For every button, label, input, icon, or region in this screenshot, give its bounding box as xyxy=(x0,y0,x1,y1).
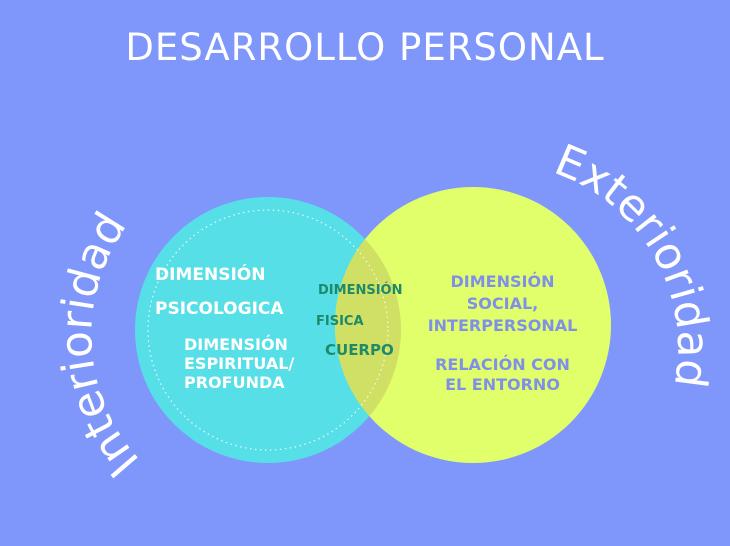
arc-label-left-text: Interioridad xyxy=(51,203,149,486)
label-dimension-fisica-1: DIMENSIÓN xyxy=(318,283,403,298)
label-dimension-social-2: SOCIAL, xyxy=(466,294,539,313)
label-dimension-espiritual-1: DIMENSIÓN xyxy=(184,335,288,354)
label-relacion-entorno-2: EL ENTORNO xyxy=(445,375,560,394)
arc-label-left: Interioridad xyxy=(51,203,149,486)
label-dimension-fisica-2: FISICA xyxy=(316,314,364,329)
label-dimension-psicologica-1: DIMENSIÓN xyxy=(155,265,266,285)
label-dimension-social-3: INTERPERSONAL xyxy=(427,316,578,335)
diagram-title: DESARROLLO PERSONAL xyxy=(125,26,605,69)
label-relacion-entorno-1: RELACIÓN CON xyxy=(435,355,570,374)
label-dimension-psicologica-2: PSICOLOGICA xyxy=(155,299,284,319)
label-dimension-espiritual-3: PROFUNDA xyxy=(184,373,285,392)
left-circle xyxy=(135,197,401,463)
label-dimension-social-1: DIMENSIÓN xyxy=(450,272,555,291)
label-cuerpo: CUERPO xyxy=(325,341,394,359)
right-circle xyxy=(335,187,611,463)
label-dimension-espiritual-2: ESPIRITUAL/ xyxy=(184,354,295,373)
inner-dotted-ring xyxy=(147,209,389,451)
